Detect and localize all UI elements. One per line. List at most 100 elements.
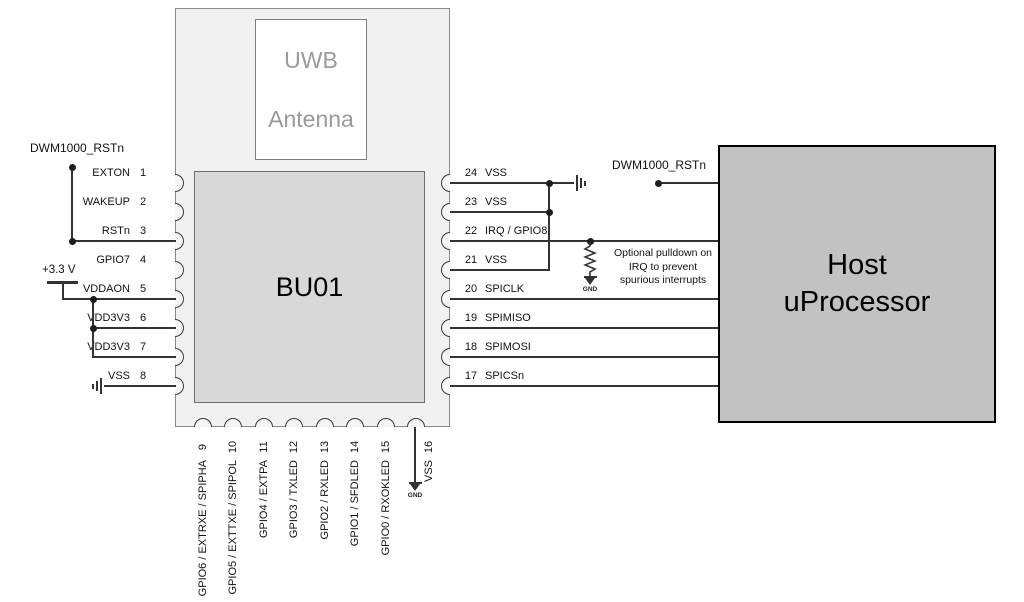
pin-label-spimiso: 19 SPIMISO <box>461 311 711 325</box>
pin-label-vss-21: 21 VSS <box>461 253 711 267</box>
pin-name: VDD3V3 <box>87 312 130 324</box>
host-label-line1: Host <box>827 249 887 281</box>
net-label-3v3-supply: +3.3 V <box>42 264 76 276</box>
wire-irq-to-host <box>450 240 718 242</box>
pulldown-note-line1: Optional pulldown on <box>613 247 713 259</box>
pin-number: 10 <box>227 440 239 454</box>
junction-vdd3v3 <box>89 324 97 332</box>
earth-gnd-left-icon <box>100 378 102 394</box>
host-uprocessor-block: Host uProcessor <box>718 145 996 423</box>
pin-name: EXTON <box>92 167 130 179</box>
pin-name: GPIO7 <box>96 254 130 266</box>
net-label-dwm1000-rstn-left: DWM1000_RSTn <box>30 141 125 155</box>
host-label-line2: uProcessor <box>783 286 931 318</box>
pin-label-exton: EXTON 1 <box>22 166 156 180</box>
pin-number: 14 <box>349 440 361 454</box>
pin-name: IRQ / GPIO8 <box>485 225 548 237</box>
earth-gnd-right-icon <box>580 178 582 188</box>
pin-label-gpio2: GPIO2 / RXLED13 <box>317 434 333 598</box>
pin-name: SPIMISO <box>485 312 531 324</box>
pin-name: SPICSn <box>485 370 525 382</box>
wire-supply-to-vddaon <box>61 298 176 300</box>
pin-number: 6 <box>139 312 147 324</box>
junction-vddaon <box>89 295 97 303</box>
wire-spiclk-to-host <box>450 298 718 300</box>
pin-label-vdd3v3-6: VDD3V3 6 <box>22 311 156 325</box>
junction-rstn-right <box>654 179 662 187</box>
pin-label-vss-16: VSS16 <box>421 434 437 598</box>
pin-name: GPIO5 / EXTTXE / SPIPOL <box>227 460 239 595</box>
chip-label: BU01 <box>275 271 344 302</box>
pin-label-gpio3: GPIO3 / TXLED12 <box>286 434 302 598</box>
pin-label-vddaon: VDDAON 5 <box>22 282 156 296</box>
pin-label-spicsn: 17 SPICSn <box>461 369 711 383</box>
pin-label-irq-gpio8: 22 IRQ / GPIO8 <box>461 224 711 238</box>
pin-name: GPIO0 / RXOKLED <box>380 460 392 556</box>
wire-rstn-to-host <box>658 182 718 184</box>
pin-name: SPIMOSI <box>485 341 531 353</box>
pin-number: 5 <box>139 283 147 295</box>
junction-vss23 <box>545 208 553 216</box>
pin-label-gpio7: GPIO7 4 <box>22 253 156 267</box>
pin-number: 21 <box>464 254 478 266</box>
pin-label-gpio1: GPIO1 / SFDLED14 <box>347 434 363 598</box>
pin-name: VSS <box>485 254 508 266</box>
pin-label-spimosi: 18 SPIMOSI <box>461 340 711 354</box>
wire-spimosi-to-host <box>450 356 718 358</box>
earth-gnd-right-icon <box>576 175 578 191</box>
wire-rstn-to-pin3 <box>71 240 176 242</box>
junction-irq-pulldown <box>586 237 594 245</box>
pin-name: SPICLK <box>485 283 525 295</box>
pin-label-wakeup: WAKEUP 2 <box>22 195 156 209</box>
pulldown-resistor-icon <box>583 242 597 276</box>
pin-number: 15 <box>380 440 392 454</box>
net-label-dwm1000-rstn-right: DWM1000_RSTn <box>612 158 707 172</box>
antenna-label-line1: UWB <box>284 46 338 73</box>
wire-supply-to-vdd3v3-7 <box>92 356 176 358</box>
wire-vss23 <box>450 211 550 213</box>
pin-number: 1 <box>139 167 147 179</box>
gnd-label: GND <box>582 286 598 293</box>
pin-number: 17 <box>464 370 478 382</box>
pin-name: RSTn <box>101 225 130 237</box>
earth-gnd-left-icon <box>92 384 94 389</box>
pin-number: 23 <box>464 196 478 208</box>
bu01-chip-block: BU01 <box>194 171 425 403</box>
pin-number: 13 <box>319 440 331 454</box>
signal-gnd-icon <box>408 482 422 484</box>
pin-label-vss-23: 23 VSS <box>461 195 711 209</box>
pin-number: 22 <box>464 225 478 237</box>
pin-number: 24 <box>464 167 478 179</box>
pin-name: VSS <box>107 370 130 382</box>
earth-gnd-left-icon <box>96 381 98 391</box>
pin-name: VDDAON <box>82 283 130 295</box>
pin-number: 8 <box>139 370 147 382</box>
pin-number: 2 <box>139 196 147 208</box>
pin-number: 3 <box>139 225 147 237</box>
wire-spimiso-to-host <box>450 327 718 329</box>
pin-number: 4 <box>139 254 147 266</box>
pin-name: VSS <box>485 196 508 208</box>
pin-name: WAKEUP <box>82 196 130 208</box>
gnd-label: GND <box>407 492 423 499</box>
pin-number: 12 <box>288 440 300 454</box>
junction-rstn-pin3 <box>68 237 76 245</box>
uwb-antenna-block: UWB Antenna <box>255 19 367 160</box>
pin-number: 18 <box>464 341 478 353</box>
pin-label-gpio0: GPIO0 / RXOKLED 15 <box>378 434 394 598</box>
antenna-label-line2: Antenna <box>268 105 354 132</box>
wire-vss24-to-gnd <box>450 182 574 184</box>
wire-rstn-vertical <box>71 167 73 242</box>
wire-vss21 <box>450 269 550 271</box>
pin-label-gpio5: GPIO5 / EXTTXE / SPIPOL 10 <box>225 434 241 598</box>
wire-gnd-to-vss8 <box>104 385 176 387</box>
pin-label-vss-8: VSS 8 <box>22 369 156 383</box>
signal-gnd-icon <box>583 276 597 278</box>
pin-number: 19 <box>464 312 478 324</box>
wire-vss-tie-vertical <box>548 182 550 271</box>
earth-gnd-right-icon <box>584 181 586 186</box>
pin-label-gpio4: GPIO4 / EXTPA11 <box>256 434 272 598</box>
